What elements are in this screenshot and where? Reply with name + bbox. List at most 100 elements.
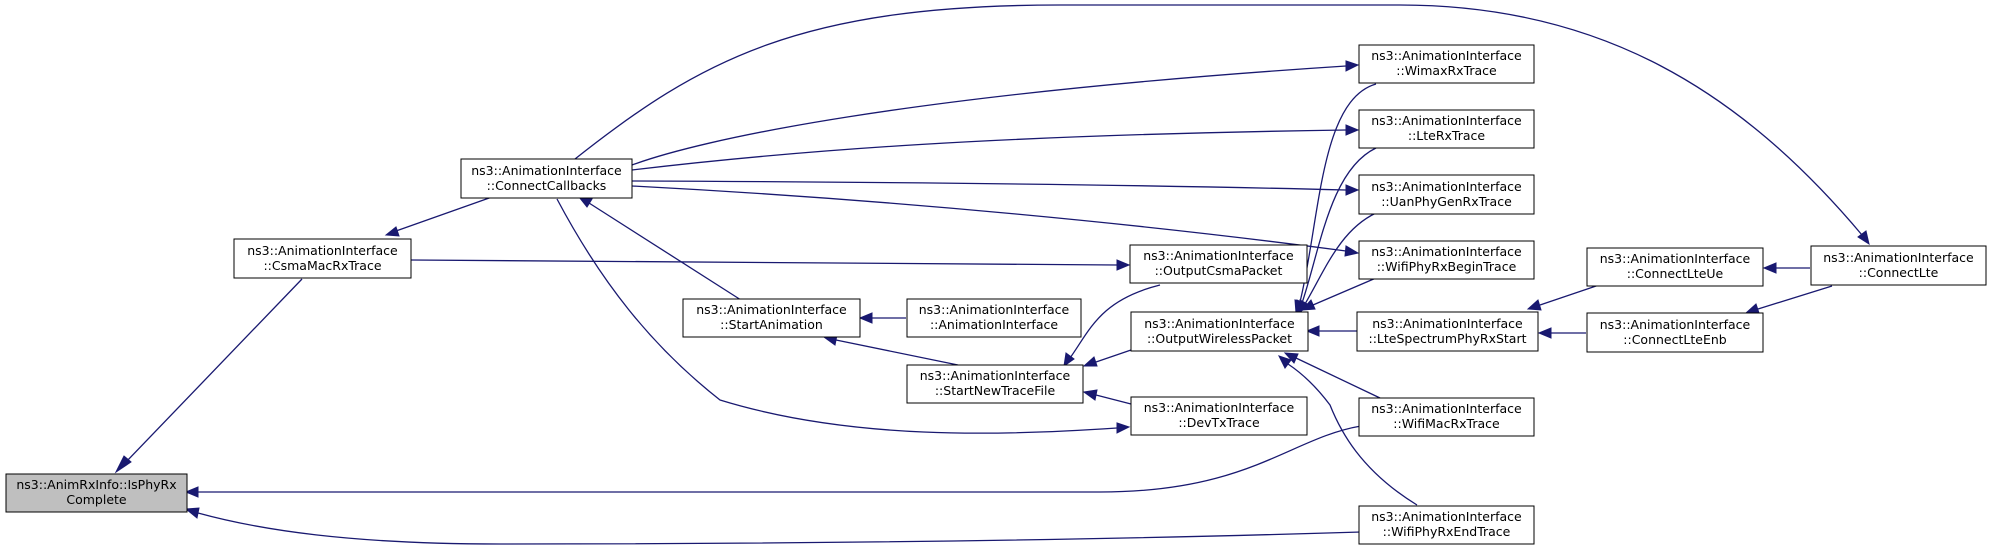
node-label-line2: ::WifiPhyRxEndTrace [1383,524,1511,539]
node-label-line2: ::ConnectLteUe [1627,266,1724,281]
node-label-line2: ::StartNewTraceFile [935,383,1056,398]
node-label-line2: ::OutputCsmaPacket [1155,263,1283,278]
graph-nodes: ns3::AnimRxInfo::IsPhyRx Complete ns3::A… [5,44,1987,545]
node-animationinterface[interactable]: ns3::AnimationInterface ::AnimationInter… [906,298,1082,338]
arrowhead-connectlteue-from-connectlte [1762,262,1777,274]
node-ltespectrumphyrxstart[interactable]: ns3::AnimationInterface ::LteSpectrumPhy… [1356,311,1539,352]
edge-outputcsmapacket-to-startnewtracefile [1069,284,1161,359]
node-label-line2: ::OutputWirelessPacket [1147,331,1292,346]
edge-connectcallbacks-to-connectlte [574,4,1863,236]
node-csmamacrxtrace[interactable]: ns3::AnimationInterface ::CsmaMacRxTrace [233,238,412,279]
node-label-line2: ::WimaxRxTrace [1396,63,1497,78]
arrowhead-uanphygenrx [1345,184,1360,196]
node-connectlteenb[interactable]: ns3::AnimationInterface ::ConnectLteEnb [1586,312,1764,353]
node-label-line1: ns3::AnimationInterface [1144,400,1295,415]
edge-connectcallbacks-to-uanphygenrx [631,180,1347,191]
edge-startnewtracefile-to-startanimation [835,339,959,366]
node-startnewtracefile[interactable]: ns3::AnimationInterface ::StartNewTraceF… [906,364,1084,404]
edge-csmamacrx-to-isphyrx [125,278,303,463]
node-lterxtrace[interactable]: ns3::AnimationInterface ::LteRxTrace [1358,109,1535,149]
edge-wifiphyrxend-to-isphyrx [197,512,1362,545]
node-label-line1: ns3::AnimationInterface [1144,316,1295,331]
node-label-line2: ::StartAnimation [720,317,823,332]
node-startanimation[interactable]: ns3::AnimationInterface ::StartAnimation [682,298,861,338]
node-label-line1: ns3::AnimationInterface [696,302,847,317]
arrowhead-lterx [1345,124,1360,136]
node-label-line2: ::UanPhyGenRxTrace [1381,194,1512,209]
node-label-line2: ::ConnectCallbacks [487,178,607,193]
arrowhead-isphyrx-from-wifimacrx [184,486,199,498]
arrowhead-isphyrx-from-csmamacrx [114,455,132,474]
node-wimaxrxtrace[interactable]: ns3::AnimationInterface ::WimaxRxTrace [1358,44,1535,84]
arrowhead-outputwireless-from-wifiphyrxbegin [1300,299,1316,311]
arrowhead-wifiphyrxbegin [1344,245,1360,257]
arrowhead-startnewtracefile-from-outputwireless [1082,356,1098,367]
arrowhead-outputwireless-from-wifiphyrxend [1278,355,1292,369]
node-label-line2: ::ConnectLteEnb [1623,332,1726,347]
node-label-line1: ns3::AnimationInterface [920,368,1071,383]
node-label-line1: ns3::AnimationInterface [1371,401,1522,416]
node-connectlte[interactable]: ns3::AnimationInterface ::ConnectLte [1810,245,1987,286]
edge-wifimacrx-to-isphyrx [198,425,1362,493]
arrowhead-ltespectrum-from-connectlteue [1526,299,1542,311]
node-label-line1: ns3::AnimationInterface [1823,250,1974,265]
node-wifiphyrxbegintrace[interactable]: ns3::AnimationInterface ::WifiPhyRxBegin… [1358,240,1535,280]
edge-startanimation-to-connectcallbacks [588,202,742,301]
node-label-line2: Complete [66,492,127,507]
edge-connectlte-to-connectlteenb [1757,285,1833,310]
node-outputwirelesspacket[interactable]: ns3::AnimationInterface ::OutputWireless… [1130,311,1309,352]
node-label-line1: ns3::AnimationInterface [1600,251,1751,266]
arrowhead-connectlte [1857,230,1870,246]
arrowhead-devtxtrace [1116,422,1131,434]
node-label-line2: ::LteRxTrace [1408,128,1486,143]
node-label-line2: ::WifiMacRxTrace [1393,416,1500,431]
node-label-line1: ns3::AnimationInterface [1372,316,1523,331]
node-label-line2: ::CsmaMacRxTrace [263,258,381,273]
node-label-line1: ns3::AnimationInterface [247,243,398,258]
arrowhead-startnewtracefile-from-devtxtrace [1082,389,1098,401]
node-isphyrx-complete[interactable]: ns3::AnimRxInfo::IsPhyRx Complete [5,473,188,513]
node-wifimacrxtrace[interactable]: ns3::AnimationInterface ::WifiMacRxTrace [1358,397,1535,437]
arrowhead-startnewtracefile-from-outputcsmapacket [1063,352,1075,368]
node-label-line2: ::DevTxTrace [1178,415,1260,430]
node-connectcallbacks[interactable]: ns3::AnimationInterface ::ConnectCallbac… [460,158,633,199]
node-label-line2: ::ConnectLte [1859,265,1939,280]
node-label-line1: ns3::AnimationInterface [1371,244,1522,259]
edge-devtxtrace-to-startnewtracefile [1095,394,1132,405]
edge-connectcallbacks-to-wifiphyrxbegin [631,185,1347,252]
node-devtxtrace[interactable]: ns3::AnimationInterface ::DevTxTrace [1130,396,1308,436]
edge-connectcallbacks-to-devtxtrace [556,198,1118,434]
node-uanphygenrxtrace[interactable]: ns3::AnimationInterface ::UanPhyGenRxTra… [1358,174,1535,215]
edge-outputwireless-to-startnewtracefile [1095,349,1132,363]
edge-connectcallbacks-to-csmamacrx [395,196,493,232]
edge-connectcallbacks-to-lterx [631,129,1347,171]
node-connectlteue[interactable]: ns3::AnimationInterface ::ConnectLteUe [1586,247,1764,287]
node-label-line1: ns3::AnimRxInfo::IsPhyRx [16,477,176,492]
edge-uanphygenrx-to-outputwireless [1304,212,1377,305]
node-label-line2: ::WifiPhyRxBeginTrace [1377,259,1517,274]
node-label-line1: ns3::AnimationInterface [1371,113,1522,128]
graph-edges [114,4,1870,545]
node-label-line1: ns3::AnimationInterface [1371,509,1522,524]
node-label-line2: ::AnimationInterface [930,317,1058,332]
arrowhead-outputcsmapacket [1116,259,1131,271]
arrowhead-startanimation-from-animinterface [858,312,873,324]
arrowhead-isphyrx-from-wifiphyrxend [184,507,200,519]
arrowhead-connectlteenb-from-connectlte [1744,303,1760,314]
edge-wifiphyrxbegin-to-outputwireless [1312,277,1377,306]
edge-wifiphyrxend-to-outputwireless [1287,363,1418,506]
edge-wifimacrx-to-outputwireless [1295,357,1381,399]
edge-csmamacrx-to-outputcsmapacket [410,259,1118,266]
node-label-line1: ns3::AnimationInterface [1143,248,1294,263]
node-label-line2: ::LteSpectrumPhyRxStart [1368,331,1526,346]
node-label-line1: ns3::AnimationInterface [1371,48,1522,63]
arrowhead-ltespectrum-from-connectlteenb [1537,327,1552,339]
node-label-line1: ns3::AnimationInterface [1371,179,1522,194]
arrowhead-outputwireless-from-ltespectrum [1305,325,1320,337]
node-wifiphyrxendtrace[interactable]: ns3::AnimationInterface ::WifiPhyRxEndTr… [1358,505,1535,545]
edge-lterx-to-outputwireless [1301,147,1377,304]
node-outputcsmapacket[interactable]: ns3::AnimationInterface ::OutputCsmaPack… [1129,244,1308,284]
node-label-line1: ns3::AnimationInterface [471,163,622,178]
edge-connectcallbacks-to-wimaxrx [631,65,1347,166]
